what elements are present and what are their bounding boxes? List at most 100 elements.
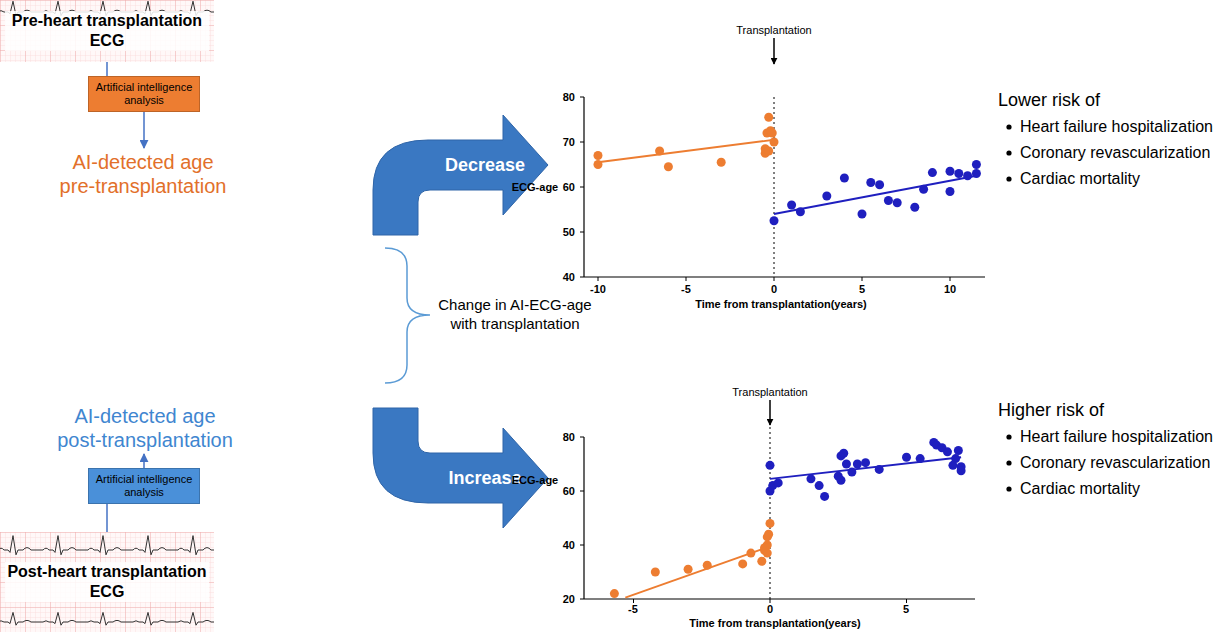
bullet — [1006, 460, 1011, 465]
node-text: Pre-heart transplantation ECG — [5, 11, 209, 51]
data-point — [875, 465, 884, 474]
axis-label: 10 — [944, 284, 956, 295]
transplant-line — [774, 97, 775, 277]
axis-tick — [580, 97, 584, 98]
data-point — [916, 454, 925, 463]
data-point — [594, 151, 603, 160]
text-label: Lower risk of — [998, 91, 1100, 109]
data-point — [757, 557, 766, 566]
axis-tick — [580, 491, 584, 492]
node-text: Post-heart transplantation ECG — [5, 562, 209, 602]
text-label: Change in AI-ECG-age with transplantatio… — [438, 296, 592, 334]
trend-line — [774, 176, 976, 214]
text-label: Cardiac mortality — [1020, 481, 1140, 497]
axis-label: 80 — [563, 432, 575, 443]
bullet — [1006, 434, 1011, 439]
axis-tick — [906, 599, 907, 603]
data-point — [822, 192, 831, 201]
data-point — [842, 460, 851, 469]
data-point — [902, 453, 911, 462]
node-text: Artificial intelligence analysis — [93, 81, 195, 107]
transplant-line — [770, 422, 771, 599]
connector — [143, 112, 145, 148]
scatter-chart — [580, 38, 985, 281]
axis-label: ECG-age — [512, 475, 558, 486]
data-point — [764, 147, 773, 156]
axis-tick — [770, 599, 771, 603]
axis-label: 60 — [563, 182, 575, 193]
text-label: Transplantation — [732, 387, 807, 398]
data-point — [746, 549, 755, 558]
data-point — [738, 559, 747, 568]
data-point — [703, 561, 712, 570]
data-point — [972, 160, 981, 169]
pointer-arrow — [769, 400, 771, 425]
data-point — [972, 169, 981, 178]
axis-tick — [686, 277, 687, 281]
data-point — [943, 447, 952, 456]
data-point — [836, 476, 845, 485]
data-point — [764, 530, 773, 539]
text-label: Heart failure hospitalization — [1020, 429, 1213, 445]
trend-line — [770, 457, 961, 479]
block-arrow: Increase — [368, 405, 550, 533]
axis-label: Time from transplantation(years) — [689, 618, 861, 629]
data-point — [764, 113, 773, 122]
trend-line — [598, 140, 774, 163]
bullet — [1006, 124, 1011, 129]
data-point — [664, 162, 673, 171]
node-text: Artificial intelligence analysis — [93, 473, 195, 499]
data-point — [840, 174, 849, 183]
data-point — [853, 460, 862, 469]
axis-tick — [950, 277, 951, 281]
process-box: Artificial intelligence analysis — [88, 468, 200, 504]
pointer-arrow — [773, 38, 775, 64]
data-point — [768, 129, 777, 138]
data-point — [928, 168, 937, 177]
bullet-list — [1006, 124, 1011, 491]
data-point — [655, 147, 664, 156]
data-point — [806, 474, 815, 483]
data-point — [866, 178, 875, 187]
y-axis — [583, 437, 584, 599]
node-text: AI-detected age pre-transplantation — [59, 150, 227, 198]
data-point — [954, 446, 963, 455]
data-point — [847, 468, 856, 477]
axis-label: 0 — [771, 284, 777, 295]
data-point — [861, 458, 870, 467]
x-axis — [584, 598, 975, 599]
axis-label: 50 — [563, 227, 575, 238]
node-text: Increase — [448, 468, 521, 489]
connector — [106, 62, 108, 76]
data-point — [796, 207, 805, 216]
axis-label: 20 — [563, 594, 575, 605]
data-point — [919, 185, 928, 194]
node-text: Decrease — [445, 155, 525, 176]
data-point — [717, 158, 726, 167]
text-label: Transplantation — [736, 25, 811, 36]
ecg-strip: Post-heart transplantation ECG — [0, 532, 214, 632]
axis-tick — [580, 187, 584, 188]
block-arrow: Decrease — [368, 110, 550, 238]
axis-label: Time from transplantation(years) — [695, 299, 867, 310]
axis-label: -5 — [681, 284, 691, 295]
text-label: Higher risk of — [998, 401, 1104, 419]
data-point — [858, 210, 867, 219]
data-point — [684, 565, 693, 574]
data-point — [875, 180, 884, 189]
data-point — [948, 461, 957, 470]
data-point — [760, 543, 769, 552]
axis-label: 5 — [859, 284, 865, 295]
data-point — [770, 216, 779, 225]
axis-label: 5 — [903, 604, 909, 615]
text-node: AI-detected age pre-transplantation — [59, 150, 227, 198]
data-point — [954, 169, 963, 178]
axis-label: 60 — [563, 486, 575, 497]
scatter-chart — [580, 400, 975, 603]
axis-tick — [580, 437, 584, 438]
axis-tick — [580, 545, 584, 546]
process-box: Artificial intelligence analysis — [88, 76, 200, 112]
trend-line — [625, 546, 770, 597]
data-point — [884, 196, 893, 205]
data-point — [893, 198, 902, 207]
